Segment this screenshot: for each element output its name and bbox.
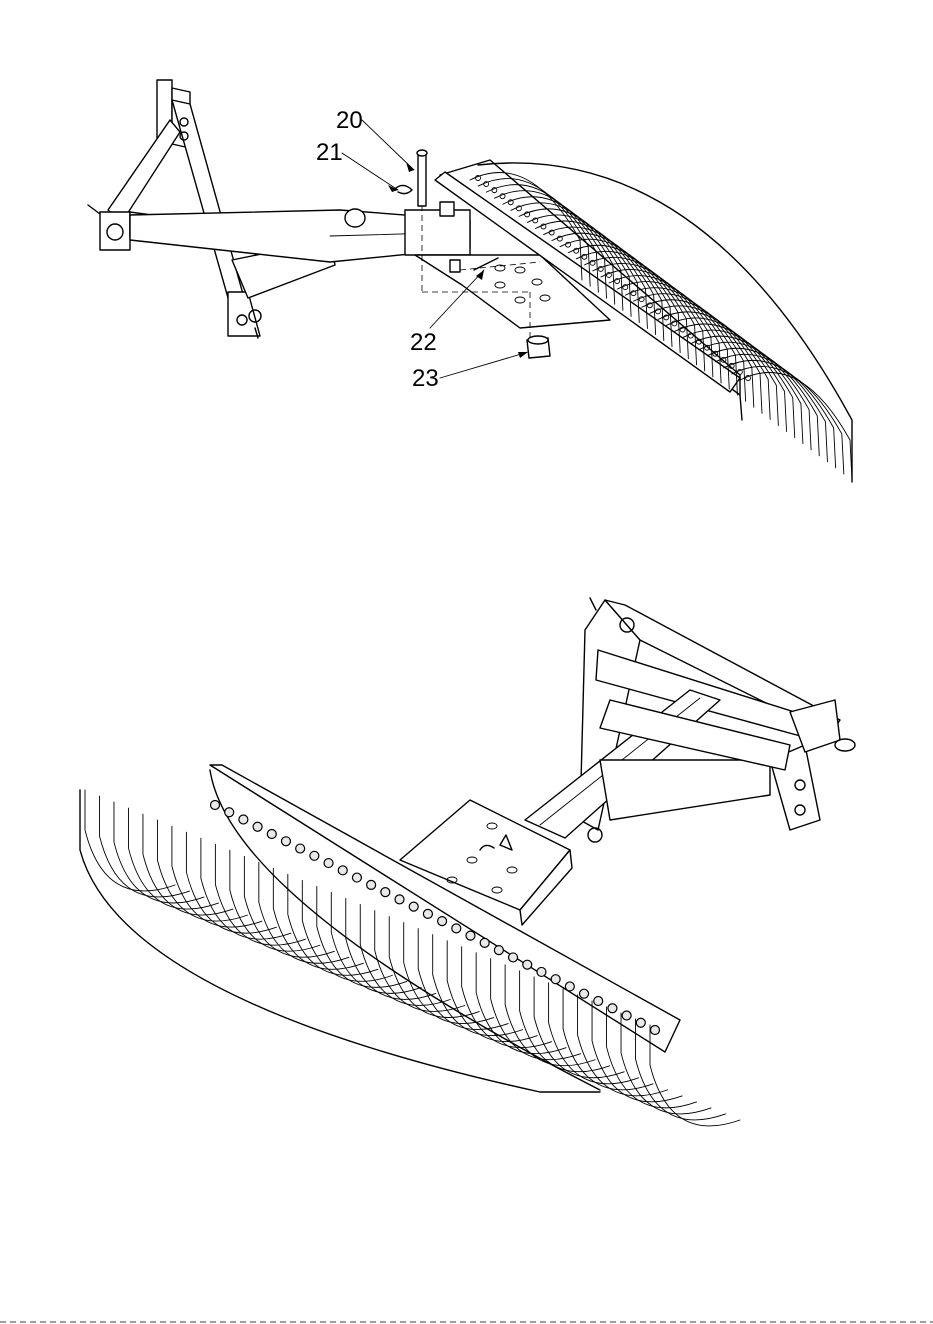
tine-bolt <box>409 902 418 911</box>
rake-tine <box>128 808 218 909</box>
rake-tine <box>172 826 262 927</box>
tine-bolt <box>395 895 404 904</box>
tine-bolt <box>537 967 546 976</box>
rake-tine <box>244 856 334 957</box>
tine-bolt <box>310 851 319 860</box>
tine-bolt <box>651 1026 660 1035</box>
tine-bolt <box>608 1004 617 1013</box>
callout-23: 23 <box>412 352 528 392</box>
rake-tine <box>230 850 320 951</box>
tine-bolt <box>367 880 376 889</box>
tine-bolt <box>509 953 518 962</box>
rake-tine <box>302 880 392 981</box>
tine-bolt <box>352 873 361 882</box>
tine-bolt <box>211 801 220 810</box>
callout-label-21: 21 <box>316 139 343 166</box>
part-23-castle-nut <box>527 336 550 358</box>
tine-bolt <box>565 982 574 991</box>
rake-tine <box>201 838 291 939</box>
exploded-assembly-figure: 20 21 22 23 <box>88 80 852 482</box>
callout-21: 21 <box>316 139 398 192</box>
tine-bolt <box>239 815 248 824</box>
tine-bolt <box>622 1011 631 1020</box>
tine-bolt <box>523 960 532 969</box>
callout-label-22: 22 <box>410 329 437 356</box>
main-beam <box>130 202 470 262</box>
callout-label-23: 23 <box>412 365 439 392</box>
tine-bolt <box>225 808 234 817</box>
tine-bolt <box>452 924 461 933</box>
rake-tine <box>331 892 421 993</box>
tine-bolt <box>381 888 390 897</box>
rake-tine <box>186 832 276 933</box>
assembled-rake-figure <box>80 598 855 1126</box>
rake-head-assembled <box>80 765 740 1126</box>
tine-bolt <box>338 866 347 875</box>
rake-tine <box>389 917 479 1018</box>
callout-20: 20 <box>336 107 414 172</box>
rake-tine <box>114 802 204 903</box>
rake-tine <box>360 904 450 1005</box>
tine-bolt <box>423 909 432 918</box>
part-21-r-clip <box>396 185 412 193</box>
tine-bolt <box>438 917 447 926</box>
tine-bolt <box>480 938 489 947</box>
hitch-a-frame <box>88 80 335 338</box>
tine-bolt <box>324 859 333 868</box>
part-20-pin <box>417 150 427 206</box>
tine-bolt <box>296 844 305 853</box>
tine-bolt <box>267 830 276 839</box>
rake-tine <box>99 796 189 897</box>
rake-tine <box>85 790 175 891</box>
callout-label-20: 20 <box>336 107 363 134</box>
rake-tine <box>288 874 378 975</box>
rake-tine <box>215 844 305 945</box>
tine-bolt <box>253 822 262 831</box>
tine-bolt <box>594 996 603 1005</box>
rake-tine <box>317 886 407 987</box>
rake-tine <box>346 898 436 999</box>
tine-bolt <box>636 1018 645 1027</box>
rake-head-exploded <box>435 160 852 482</box>
rake-tine <box>259 862 349 963</box>
tine-bolt <box>551 975 560 984</box>
tine-bolt <box>494 946 503 955</box>
rake-tine <box>375 911 465 1012</box>
rake-tine <box>404 923 494 1024</box>
tine-bolt <box>466 931 475 940</box>
tine-bolt <box>580 989 589 998</box>
rake-tine <box>273 868 363 969</box>
tine-bolt <box>281 837 290 846</box>
rake-tine <box>157 820 247 921</box>
rake-tine <box>143 814 233 915</box>
